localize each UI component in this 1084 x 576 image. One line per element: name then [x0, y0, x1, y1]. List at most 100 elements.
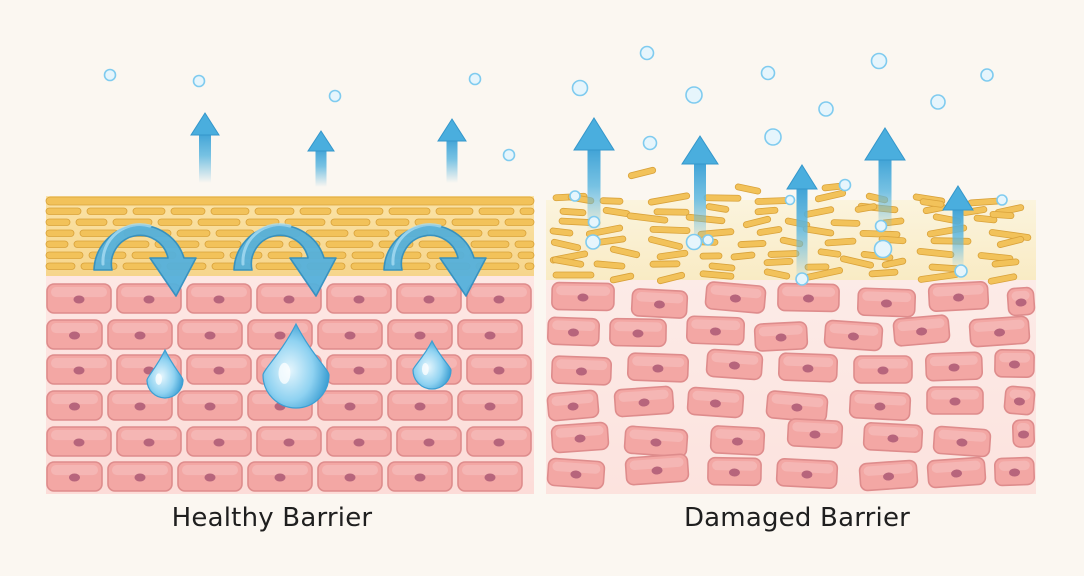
- cell-nucleus: [414, 473, 426, 482]
- cell-nucleus: [134, 402, 146, 411]
- cell-highlight: [792, 422, 839, 434]
- skin-cell: [775, 458, 839, 489]
- skin-cell: [623, 425, 689, 458]
- bubble-icon: [870, 52, 888, 70]
- lipid-fragment: [649, 226, 691, 234]
- cell-highlight: [112, 323, 168, 334]
- lipid-fragment: [814, 189, 847, 203]
- cell-highlight: [782, 286, 836, 297]
- drop-highlight: [421, 362, 429, 376]
- lipid-fragment: [649, 260, 681, 268]
- skin-cell: [387, 461, 453, 492]
- bubble-icon: [571, 79, 589, 97]
- skin-cell: [247, 461, 313, 492]
- lipid-fragment: [824, 237, 857, 247]
- cell-nucleus: [353, 295, 365, 304]
- bubble-icon: [930, 94, 946, 110]
- cell-nucleus: [709, 327, 721, 336]
- arrow-shaft: [199, 133, 211, 183]
- lipid-brick: [75, 218, 108, 226]
- lipid-fragment: [699, 270, 735, 280]
- cell-nucleus: [651, 466, 663, 475]
- cell-nucleus: [134, 331, 146, 340]
- cell-highlight: [51, 323, 98, 334]
- cell-nucleus: [414, 402, 426, 411]
- cell-nucleus: [423, 438, 435, 447]
- cell-nucleus: [1009, 468, 1021, 477]
- cell-highlight: [392, 394, 448, 405]
- cell-nucleus: [274, 473, 286, 482]
- return-arrow-shine: [241, 223, 292, 266]
- bubble-icon: [585, 234, 601, 250]
- healthy-retention-arrows: [93, 223, 487, 297]
- arrow-head: [437, 118, 467, 142]
- lipid-fragment: [881, 257, 907, 269]
- cell-nucleus: [880, 299, 892, 308]
- water-drop-icon: [412, 339, 452, 390]
- lipid-brick: [519, 207, 535, 215]
- up-arrow-icon: [437, 118, 467, 183]
- skin-cell: [613, 385, 675, 418]
- cell-highlight: [556, 359, 608, 371]
- cell-highlight: [692, 390, 740, 403]
- skin-cell: [686, 386, 745, 419]
- lipid-fragment: [868, 268, 899, 278]
- cell-highlight: [462, 465, 518, 476]
- cell-nucleus: [484, 473, 496, 482]
- skin-cell: [856, 287, 917, 318]
- lipid-fragment: [730, 251, 756, 261]
- skin-cell: [927, 281, 990, 312]
- skin-cell: [326, 426, 392, 457]
- lipid-brick: [451, 218, 500, 226]
- damaged-skin-cells: [546, 281, 1036, 492]
- cell-nucleus: [791, 403, 803, 412]
- skin-cell: [546, 457, 606, 490]
- cell-highlight: [121, 430, 177, 441]
- bubble-icon: [685, 233, 703, 251]
- lipid-brick: [325, 240, 374, 248]
- arrow-head: [864, 127, 906, 161]
- skin-cell: [932, 425, 992, 458]
- lipid-fragment: [839, 255, 875, 269]
- lipid-brick: [517, 251, 535, 259]
- arrow-head: [681, 135, 719, 165]
- damaged-vapor-bubbles: [569, 45, 1008, 286]
- cell-nucleus: [728, 468, 740, 477]
- curved-return-arrow-icon: [233, 223, 337, 297]
- bubble-icon: [192, 74, 206, 88]
- cell-nucleus: [204, 331, 216, 340]
- cell-nucleus: [204, 402, 216, 411]
- cell-nucleus: [283, 295, 295, 304]
- lipid-brick: [524, 262, 535, 270]
- lipid-brick: [132, 207, 166, 215]
- cell-nucleus: [134, 473, 146, 482]
- cell-highlight: [712, 460, 758, 471]
- cell-highlight: [629, 457, 684, 471]
- skin-cell: [387, 319, 453, 350]
- skin-cell: [46, 283, 112, 314]
- skin-cell: [765, 390, 829, 423]
- cell-nucleus: [493, 366, 505, 375]
- lipid-brick: [305, 229, 349, 237]
- cell-highlight: [771, 394, 824, 408]
- skin-cell: [546, 316, 601, 347]
- up-arrow-icon: [190, 112, 220, 183]
- skin-cell: [186, 426, 252, 457]
- lipid-brick: [299, 207, 332, 215]
- cell-highlight: [938, 429, 987, 442]
- cell-nucleus: [994, 328, 1006, 337]
- skin-cell: [46, 461, 103, 492]
- cell-highlight: [322, 465, 378, 476]
- cell-nucleus: [874, 402, 886, 411]
- up-arrow-icon: [307, 130, 335, 187]
- bubble-icon: [760, 65, 776, 81]
- lipid-brick: [336, 207, 384, 215]
- skin-cell: [116, 283, 182, 314]
- cell-highlight: [252, 465, 308, 476]
- up-arrow-icon: [786, 164, 818, 282]
- lipid-brick: [435, 207, 474, 215]
- skin-cell: [892, 314, 951, 347]
- skin-cell: [457, 319, 523, 350]
- lipid-brick: [267, 251, 303, 259]
- lipid-fragment: [585, 224, 624, 238]
